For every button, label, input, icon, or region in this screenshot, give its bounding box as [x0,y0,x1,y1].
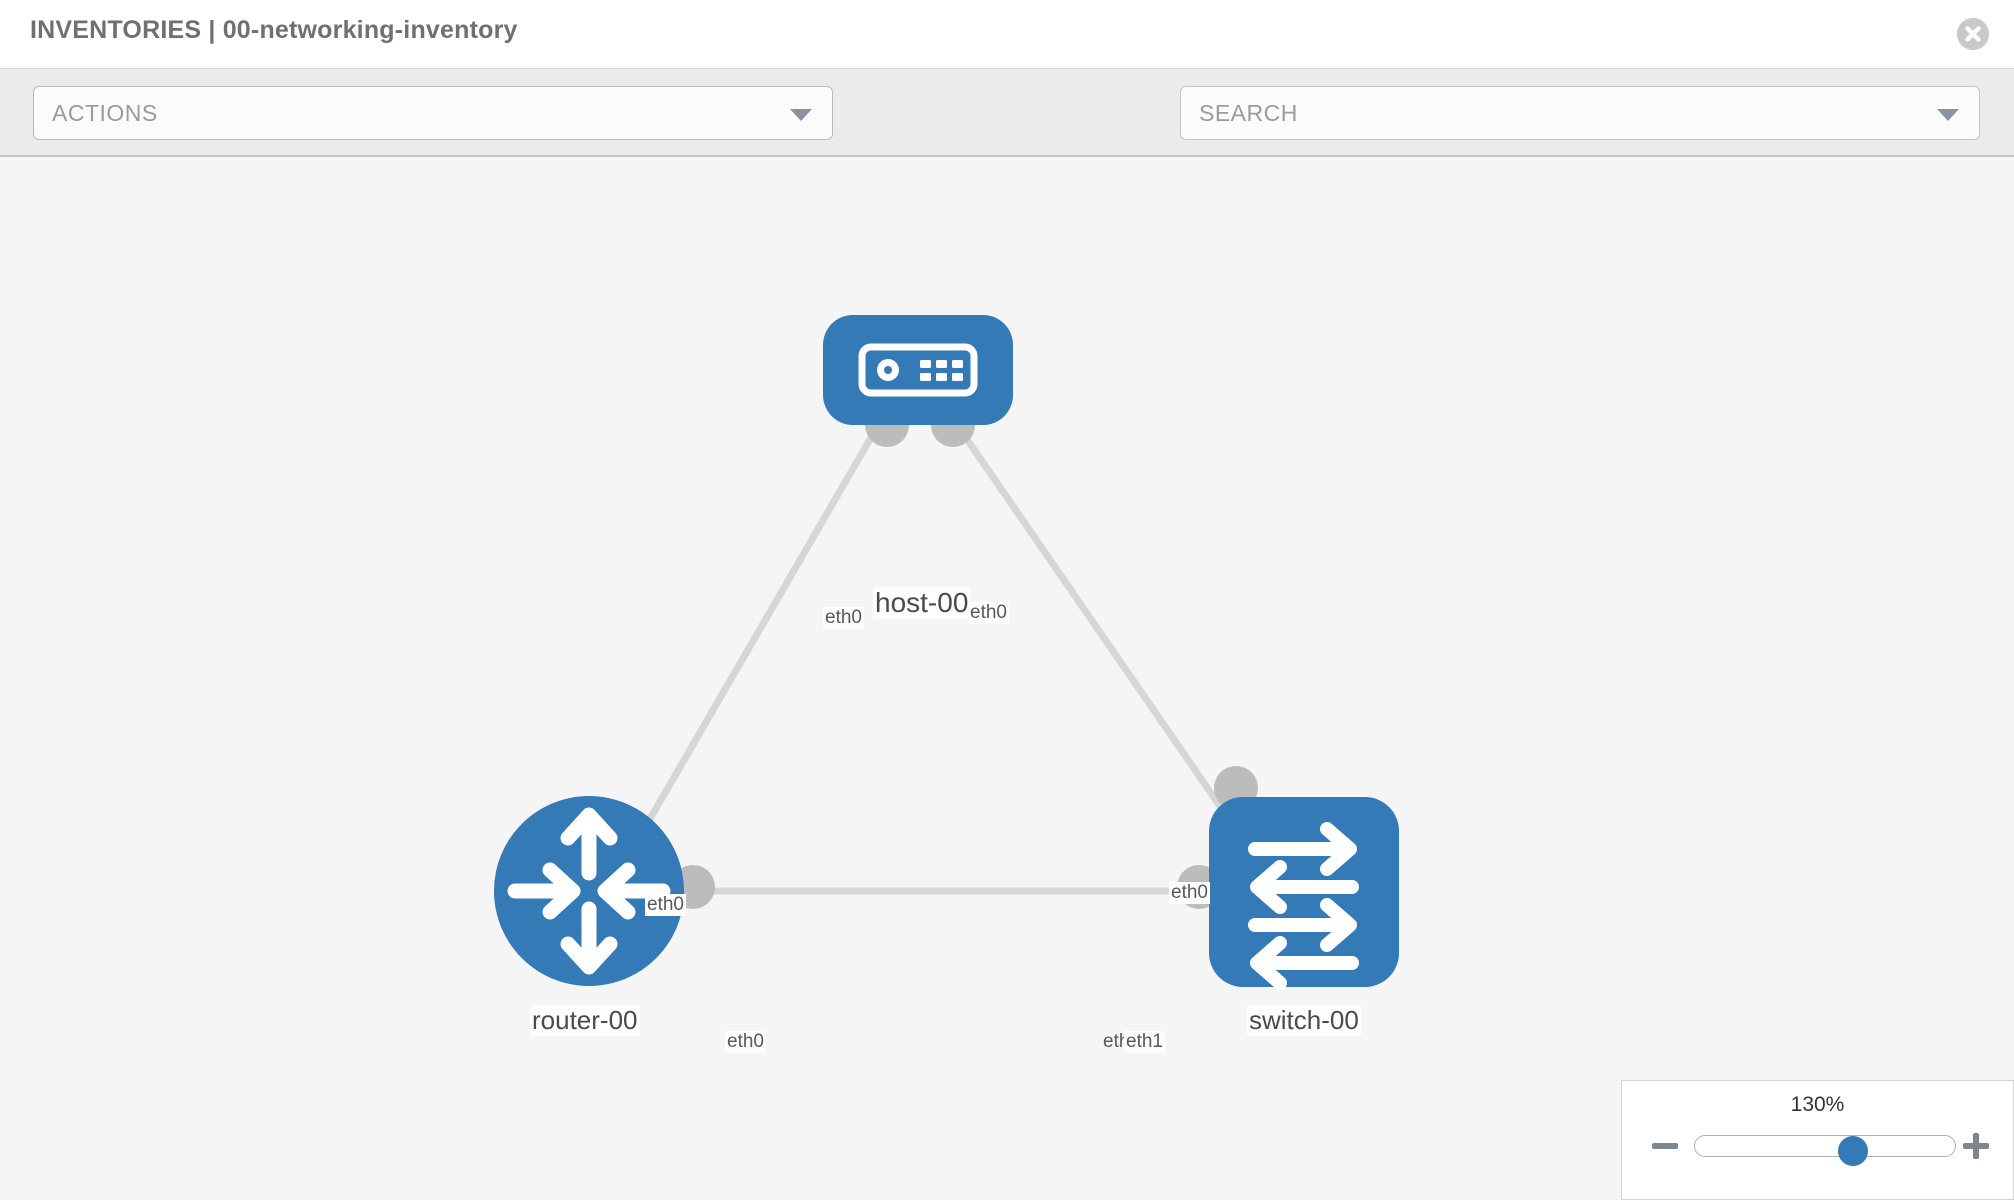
zoom-slider-track[interactable] [1694,1135,1956,1166]
close-icon[interactable] [1957,18,1989,50]
page-title: INVENTORIES | 00-networking-inventory [30,16,518,44]
topology-graph [494,315,1399,990]
plus-icon[interactable] [1961,1131,1991,1161]
actions-dropdown-label: ACTIONS [52,100,158,126]
zoom-control-panel: 130% [1621,1080,2014,1200]
topology-canvas[interactable]: host-00 router-00 switch-00 eth0 eth0 et… [0,157,2014,1200]
node-host-00[interactable] [823,315,1013,425]
zoom-level-value: 130% [1790,1093,1845,1116]
edge-label-switch-uplink: eth0 [1169,882,1210,904]
chevron-down-icon[interactable] [1937,109,1959,121]
zoom-slider-row [1622,1127,2013,1167]
edge-label-router-uplink: eth0 [645,894,686,916]
search-input[interactable]: SEARCH [1180,86,1980,140]
chevron-down-icon [790,109,812,121]
search-placeholder: SEARCH [1199,100,1298,126]
node-label-host-00: host-00 [873,587,971,619]
edge-label-router-east: eth0 [725,1031,766,1053]
node-router-00[interactable] [494,796,684,986]
toolbar: ACTIONS SEARCH [0,68,2014,201]
edge-label-host-left: eth0 [823,607,864,629]
topology-connectors [671,403,1258,909]
node-label-router-00: router-00 [530,1005,640,1036]
actions-dropdown[interactable]: ACTIONS [33,86,833,140]
node-switch-00[interactable] [1209,797,1399,990]
edge-label-switch-west: eth1 [1124,1031,1165,1053]
node-label-switch-00: switch-00 [1247,1005,1361,1036]
link-host-router [621,420,884,864]
window-header: INVENTORIES | 00-networking-inventory [0,0,2014,68]
minus-icon[interactable] [1650,1131,1680,1161]
edge-label-host-right: eth0 [968,602,1009,624]
topology-links [621,420,1258,895]
zoom-slider-thumb[interactable] [1838,1136,1868,1166]
link-host-switch [952,420,1258,859]
edge-label-switch-west-back: eth [1103,1031,1130,1052]
